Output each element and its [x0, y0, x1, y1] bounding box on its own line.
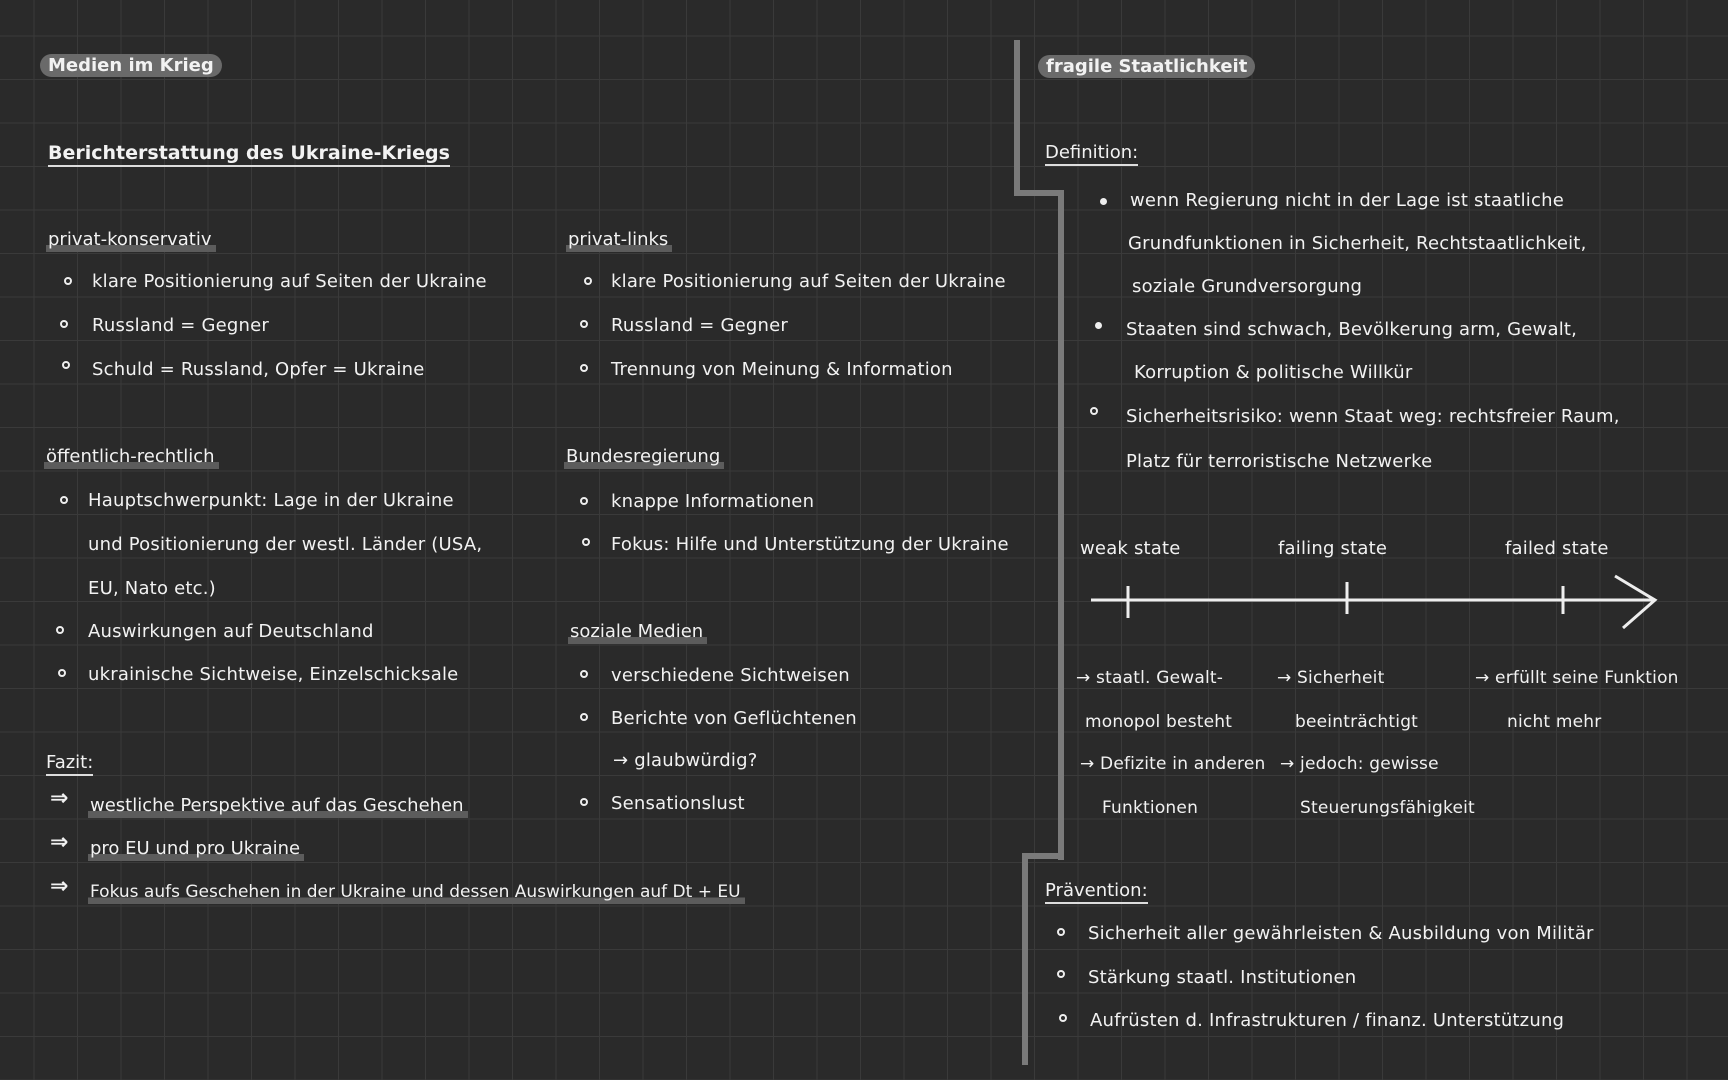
list-item: knappe Informationen — [611, 491, 815, 512]
fazit-item: Fokus aufs Geschehen in der Ukraine und … — [88, 882, 745, 904]
divider-line — [1014, 190, 1064, 196]
bullet-icon — [1057, 970, 1065, 978]
section-title-oeffentlich-rechtlich: öffentlich-rechtlich — [44, 446, 219, 469]
definition-line: Staaten sind schwach, Bevölkerung arm, G… — [1126, 319, 1578, 340]
scale-note: → staatl. Gewalt- — [1076, 668, 1224, 688]
bullet-icon — [1057, 928, 1065, 936]
scale-note: Funktionen — [1102, 798, 1199, 818]
divider-line — [1022, 853, 1064, 859]
double-arrow-icon: ⇒ — [50, 874, 69, 899]
bullet-icon — [1095, 322, 1102, 329]
list-item: Auswirkungen auf Deutschland — [88, 621, 374, 642]
definition-line: wenn Regierung nicht in der Lage ist sta… — [1130, 190, 1564, 211]
scale-note: → erfüllt seine Funktion — [1475, 668, 1679, 688]
fazit-item: westliche Perspektive auf das Geschehen — [88, 795, 468, 818]
section-title-privat-konservativ: privat-konservativ — [46, 229, 216, 252]
fazit-item: pro EU und pro Ukraine — [88, 838, 305, 861]
bullet-icon — [580, 320, 588, 328]
list-item: Fokus: Hilfe und Unterstützung der Ukrai… — [611, 534, 1009, 555]
list-item: Russland = Gegner — [92, 315, 269, 336]
scale-note: → jedoch: gewisse — [1280, 754, 1439, 774]
divider-line — [1058, 190, 1064, 860]
praevention-item: Aufrüsten d. Infrastrukturen / finanz. U… — [1090, 1010, 1565, 1031]
definition-title: Definition: — [1045, 142, 1139, 166]
bullet-icon — [58, 669, 66, 677]
list-item: Hauptschwerpunkt: Lage in der Ukraine — [88, 490, 454, 511]
divider-line — [1014, 40, 1020, 196]
scale-note: Steuerungsfähigkeit — [1300, 798, 1475, 818]
bullet-icon — [60, 320, 68, 328]
double-arrow-icon: ⇒ — [50, 830, 69, 855]
bullet-icon — [580, 670, 588, 678]
scale-note: → Defizite in anderen — [1080, 754, 1266, 774]
list-item: klare Positionierung auf Seiten der Ukra… — [611, 271, 1006, 292]
section-title-soziale-medien: soziale Medien — [568, 621, 708, 644]
fazit-title: Fazit: — [46, 752, 94, 776]
definition-line: Korruption & politische Willkür — [1134, 362, 1413, 383]
scale-label-failed: failed state — [1505, 538, 1609, 559]
state-scale-arrow-icon — [1091, 574, 1658, 630]
bullet-icon — [1100, 198, 1107, 205]
definition-line: soziale Grundversorgung — [1132, 276, 1363, 297]
bullet-icon — [1059, 1014, 1067, 1022]
list-item: Sensationslust — [611, 793, 745, 814]
section-title-bundesregierung: Bundesregierung — [564, 446, 725, 469]
scale-note: → Sicherheit — [1277, 668, 1385, 688]
list-item: ukrainische Sichtweise, Einzelschicksale — [88, 664, 459, 685]
scale-note: nicht mehr — [1507, 712, 1602, 732]
section-title-privat-links: privat-links — [566, 229, 673, 252]
list-item: EU, Nato etc.) — [88, 578, 216, 599]
bullet-icon — [64, 277, 72, 285]
double-arrow-icon: ⇒ — [50, 786, 69, 811]
list-item: Trennung von Meinung & Information — [611, 359, 953, 380]
list-item: klare Positionierung auf Seiten der Ukra… — [92, 271, 487, 292]
main-heading: Berichterstattung des Ukraine-Kriegs — [48, 142, 450, 167]
scale-label-weak: weak state — [1080, 538, 1181, 559]
bullet-icon — [62, 361, 70, 369]
list-item: → glaubwürdig? — [613, 750, 758, 771]
praevention-item: Sicherheit aller gewährleisten & Ausbild… — [1088, 923, 1594, 944]
bullet-icon — [60, 496, 68, 504]
scale-note: monopol besteht — [1085, 712, 1233, 732]
topic-tag-fragile-staatlichkeit: fragile Staatlichkeit — [1038, 55, 1256, 78]
praevention-title: Prävention: — [1045, 880, 1148, 904]
definition-line: Platz für terroristische Netzwerke — [1126, 451, 1433, 472]
scale-label-failing: failing state — [1278, 538, 1388, 559]
list-item: und Positionierung der westl. Länder (US… — [88, 534, 483, 555]
bullet-icon — [580, 364, 588, 372]
bullet-icon — [584, 277, 592, 285]
bullet-icon — [580, 497, 588, 505]
list-item: Schuld = Russland, Opfer = Ukraine — [92, 359, 425, 380]
bullet-icon — [56, 626, 64, 634]
bullet-icon — [580, 713, 588, 721]
list-item: Russland = Gegner — [611, 315, 788, 336]
divider-line — [1022, 853, 1028, 1065]
definition-line: Grundfunktionen in Sicherheit, Rechtstaa… — [1128, 233, 1587, 254]
bullet-icon — [582, 538, 590, 546]
topic-tag-medien: Medien im Krieg — [40, 54, 222, 77]
list-item: verschiedene Sichtweisen — [611, 665, 850, 686]
definition-line: Sicherheitsrisiko: wenn Staat weg: recht… — [1126, 406, 1620, 427]
bullet-icon — [580, 798, 588, 806]
bullet-icon — [1090, 407, 1098, 415]
scale-note: beeinträchtigt — [1295, 712, 1419, 732]
list-item: Berichte von Geflüchtenen — [611, 708, 857, 729]
praevention-item: Stärkung staatl. Institutionen — [1088, 967, 1357, 988]
